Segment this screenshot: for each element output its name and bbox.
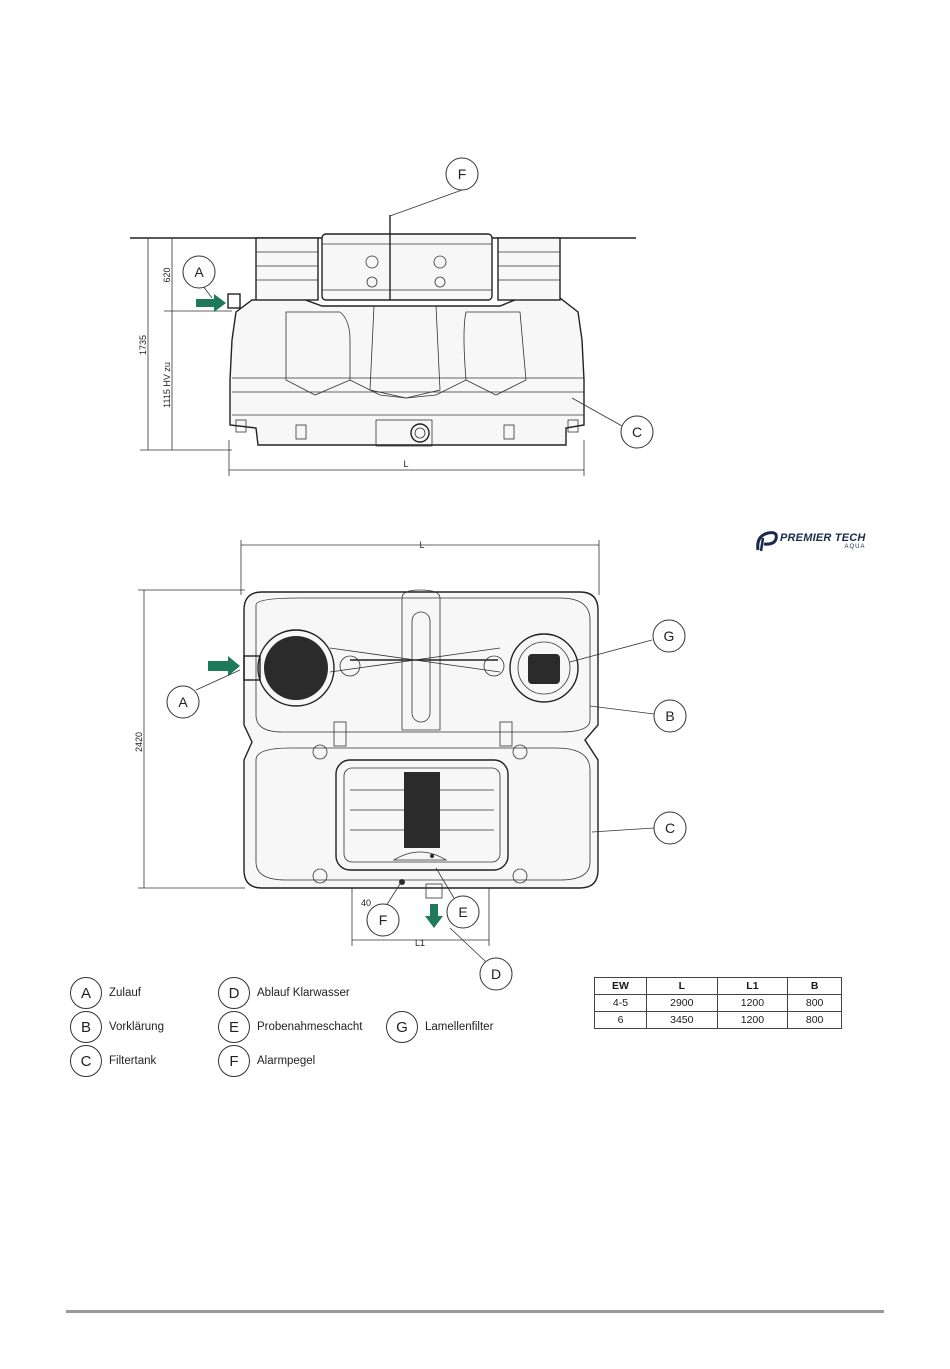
premier-tech-logo: PREMIER TECH AQUA (754, 530, 866, 552)
lamella-filter-core (528, 654, 560, 684)
dim-1735: 1735 (138, 335, 148, 355)
footer-rule (66, 1310, 884, 1313)
dim-40: 40 (361, 898, 371, 908)
legend-item-a: A Zulauf (70, 977, 141, 1009)
legend-item-c: C Filtertank (70, 1045, 156, 1077)
table-cell: 2900 (646, 995, 717, 1012)
legend-label-f: Alarmpegel (257, 1055, 315, 1067)
legend-key-e: E (218, 1011, 250, 1043)
svg-text:A: A (194, 264, 204, 280)
riser-left (256, 238, 318, 300)
svg-text:F: F (379, 912, 388, 928)
dim-L-top: L (419, 540, 424, 550)
legend-label-b: Vorklärung (109, 1021, 164, 1033)
table-row: 6 3450 1200 800 (595, 1012, 842, 1029)
table-cell: 800 (788, 1012, 842, 1029)
brand-sub: AQUA (780, 544, 866, 550)
legend-label-d: Ablauf Klarwasser (257, 987, 350, 999)
svg-text:D: D (491, 966, 501, 982)
table-header-row: EW L L1 B (595, 978, 842, 995)
table-cell: 800 (788, 995, 842, 1012)
table-row: 4-5 2900 1200 800 (595, 995, 842, 1012)
legend-key-c: C (70, 1045, 102, 1077)
dim-2420: 2420 (134, 732, 144, 752)
dim-L-side: L (403, 459, 408, 469)
svg-text:C: C (632, 424, 642, 440)
svg-text:F: F (458, 166, 467, 182)
tank-body-side (230, 298, 584, 445)
brand-name: PREMIER TECH (780, 532, 866, 544)
legend-item-e: E Probenahmeschacht (218, 1011, 362, 1043)
legend-label-a: Zulauf (109, 987, 141, 999)
legend-label-c: Filtertank (109, 1055, 156, 1067)
inlet-arrow-top (208, 656, 240, 676)
svg-text:E: E (458, 904, 467, 920)
legend-item-d: D Ablauf Klarwasser (218, 977, 350, 1009)
riser-right (498, 238, 560, 300)
table-cell: 4-5 (595, 995, 647, 1012)
top-view: L 2420 L1 40 (134, 540, 686, 990)
legend-key-a: A (70, 977, 102, 1009)
table-cell: 1200 (717, 995, 788, 1012)
legend-key-g: G (386, 1011, 418, 1043)
table-header-b: B (788, 978, 842, 995)
dim-1115: 1115 HV zu (162, 362, 172, 408)
table-header-l1: L1 (717, 978, 788, 995)
legend-label-e: Probenahmeschacht (257, 1021, 362, 1033)
legend-key-d: D (218, 977, 250, 1009)
legend-key-b: B (70, 1011, 102, 1043)
svg-text:A: A (178, 694, 188, 710)
outlet-arrow (425, 904, 443, 928)
filter-module (404, 772, 440, 848)
legend-item-f: F Alarmpegel (218, 1045, 315, 1077)
table-cell: 6 (595, 1012, 647, 1029)
legend-item-b: B Vorklärung (70, 1011, 164, 1043)
spec-table: EW L L1 B 4-5 2900 1200 800 6 3450 1200 … (594, 977, 842, 1029)
legend-item-g: G Lamellenfilter (386, 1011, 493, 1043)
svg-text:B: B (665, 708, 674, 724)
dim-620: 620 (162, 267, 172, 282)
legend-label-g: Lamellenfilter (425, 1021, 493, 1033)
premier-tech-logo-icon (754, 530, 780, 552)
dim-L1: L1 (415, 938, 425, 948)
svg-text:G: G (664, 628, 675, 644)
table-header-l: L (646, 978, 717, 995)
table-header-ew: EW (595, 978, 647, 995)
side-view: 1735 620 1115 HV zu L (130, 158, 653, 476)
table-cell: 3450 (646, 1012, 717, 1029)
table-cell: 1200 (717, 1012, 788, 1029)
legend-key-f: F (218, 1045, 250, 1077)
svg-text:C: C (665, 820, 675, 836)
inlet-basket-mesh (264, 636, 328, 700)
